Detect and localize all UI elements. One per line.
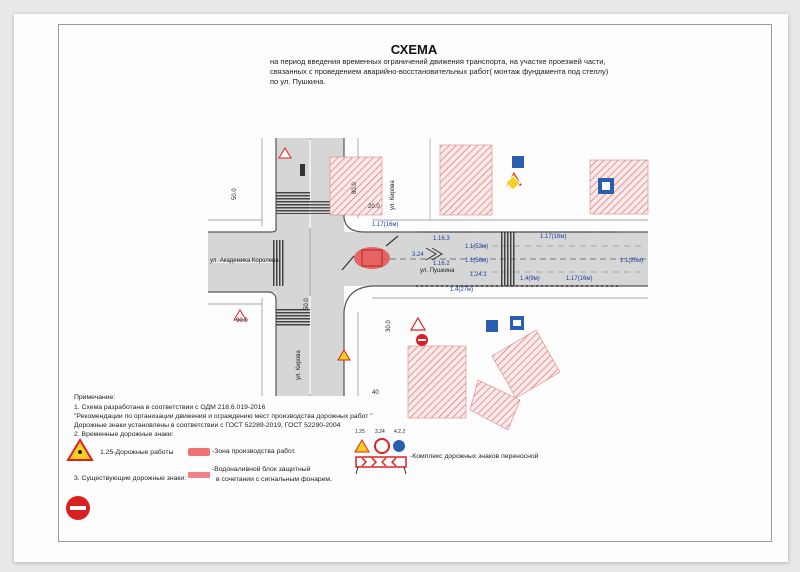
traffic-light-icon [300,164,305,176]
warning-sign-icon-3 [233,309,247,321]
no-entry-sign-icon [416,334,428,346]
building-2 [439,144,493,216]
notes-line-2: "Рекомендации по организации движения и … [74,413,373,420]
dimension-5: 90.0 [236,318,248,324]
notes-line-1: 1. Схема разработана в соответствии с ОД… [74,404,266,411]
marking-label-11: 3.24 [412,252,424,258]
koroleva-street-label: ул. Академика Королева [210,258,279,264]
dimension-1: 50.0 [232,188,238,200]
notes-line-4: 2. Временные дорожные знаки: [74,431,174,438]
warning-sign-icon-2 [278,147,292,159]
legend-barrier-line-1: -Водоналивной блок защитный [212,466,311,473]
info-sign-icon-2 [510,316,524,330]
marking-label-6: 1.17(16м) [566,276,592,282]
road-signs [233,147,614,361]
existing-signs-heading: 3. Существующие дорожные знаки: [74,475,187,482]
drawing-sheet [14,14,788,562]
speed-limit-legend-value: 40 [372,390,379,396]
building-5 [491,329,561,399]
marking-label-10: 1.16.2 [433,261,450,267]
complex-code-3: 4.2.2 [394,429,405,435]
notes-heading: Примечание: [74,394,116,401]
legend-sign-complex: -Комплекс дорожных знаков переносной [410,453,539,460]
marking-label-9: 1.16.3 [433,236,450,242]
speed-limit-icon [374,438,390,454]
kirova-top-label: ул. Кирова [390,180,396,210]
legend-graphics [66,438,407,520]
subtitle-line-1: на период введения временных ограничений… [270,57,606,66]
dimension-2: 80.0 [352,182,358,194]
subtitle-line-2: связанных с проведением аварийно-восстан… [270,67,609,76]
crosswalk-sign-icon-2 [512,156,524,168]
building-6 [469,379,521,431]
dimension-4: 30.0 [386,320,392,332]
info-sign-icon [598,178,614,194]
road-works-sign-icon [337,349,351,361]
drawing-frame [58,24,772,542]
keep-right-icon [393,440,405,452]
marking-label-5: 1.4(9м) [520,276,540,282]
marking-label-12: 1.17(16м) [372,222,398,228]
legend-road-works: 1.25-Дорожные работы [100,449,174,456]
notes-line-3: Дорожные знаки установлены в соответстви… [74,422,341,429]
building-4 [407,345,467,419]
crosswalk-sign-icon [486,320,498,332]
pushkina-street-label: ул. Пушкина [420,268,455,274]
complex-code-2: 3.24 [375,429,385,435]
marking-label-3: 1.1(56м) [465,258,488,264]
marking-label-2: 1.1(53м) [465,244,488,250]
building-1 [329,156,383,216]
priority-road-sign-icon [505,175,521,191]
legend-barrier-line-2: в сочетании с сигнальным фонарем. [216,476,332,483]
marking-label-7: 1.1(20м) [620,258,643,264]
complex-code-1: 1.25 [355,429,365,435]
dimension-3: 20.0 [368,204,380,210]
work-zone-swatch [188,448,210,456]
kirova-bottom-label: ул. Кирова [296,350,302,380]
warning-sign-icon [409,316,427,331]
legend-work-zone: -Зона производства работ. [212,448,296,455]
work-zone [341,235,399,271]
marking-label-1: 1.17(16м) [540,234,566,240]
marking-label-4: 1.24.1 [470,272,487,278]
barrier-swatch [188,472,210,478]
dimension-6: 50.0 [304,298,310,310]
marking-label-8: 1.4(27м) [450,287,473,293]
subtitle-line-3: по ул. Пушкина. [270,77,326,86]
scheme-title: СХЕМА [390,42,438,57]
